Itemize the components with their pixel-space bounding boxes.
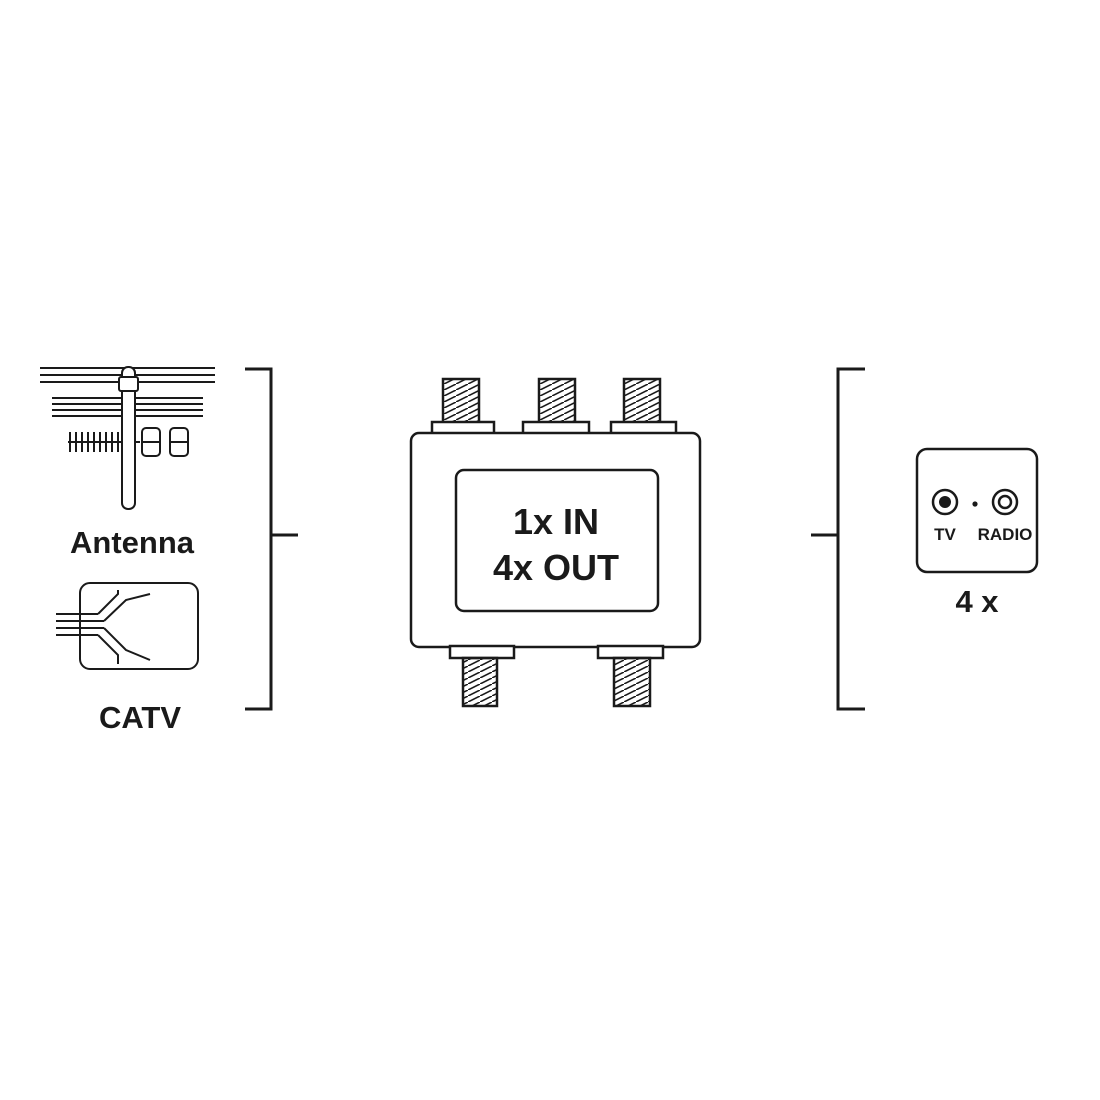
- top-connector-3: [622, 377, 662, 425]
- outlet-count-label: 4 x: [955, 584, 999, 619]
- splitter-line-1: 1x IN: [513, 501, 599, 542]
- radio-socket-icon: [991, 488, 1019, 516]
- antenna-icon: [40, 366, 215, 510]
- right-bracket: [811, 367, 865, 711]
- catv-wall-socket-icon: [56, 582, 199, 670]
- splitter-device: [409, 377, 702, 708]
- top-connector-2: [537, 377, 577, 425]
- splitter-label-panel: [454, 468, 660, 613]
- catv-label: CATV: [99, 700, 181, 735]
- tv-label: TV: [934, 525, 956, 544]
- antenna-label: Antenna: [70, 525, 195, 560]
- left-bracket: [245, 367, 298, 711]
- splitter-line-2: 4x OUT: [493, 547, 619, 588]
- bottom-connector-1: [461, 656, 499, 708]
- radio-label: RADIO: [978, 525, 1033, 544]
- top-connector-1: [441, 377, 481, 425]
- bottom-connector-2: [612, 656, 652, 708]
- tv-socket-icon: [931, 488, 959, 516]
- tv-radio-outlet-icon: [915, 447, 1039, 574]
